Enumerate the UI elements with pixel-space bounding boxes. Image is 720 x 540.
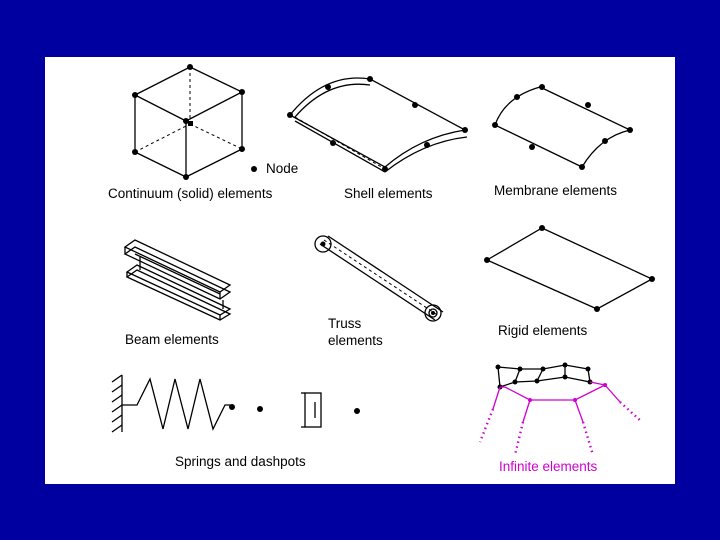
membrane-element-figure — [492, 84, 633, 170]
shell-element-figure — [287, 76, 468, 173]
element-types-diagram — [111, 64, 655, 456]
rigid-elements-label: Rigid elements — [498, 323, 588, 338]
truss-label-line2: elements — [328, 333, 383, 348]
node-legend-label: Node — [266, 161, 299, 176]
truss-element-figure — [314, 235, 444, 322]
node-legend-dot — [251, 166, 257, 172]
spring-dashpot-figure — [111, 374, 360, 433]
shell-elements-label: Shell elements — [344, 186, 433, 201]
continuum-elements-label: Continuum (solid) elements — [108, 186, 273, 201]
figure-panel: Node Continuum (solid) elements Shell el… — [45, 57, 675, 484]
rigid-element-figure — [484, 225, 655, 312]
beam-element-figure — [123, 239, 232, 321]
truss-label-line1: Truss — [328, 316, 362, 331]
infinite-elements-label: Infinite elements — [499, 459, 598, 474]
membrane-elements-label: Membrane elements — [494, 183, 618, 198]
springs-dashpots-label: Springs and dashpots — [175, 454, 306, 469]
infinite-element-figure — [478, 362, 643, 456]
beam-elements-label: Beam elements — [125, 332, 219, 347]
solid-element-figure — [132, 64, 245, 180]
